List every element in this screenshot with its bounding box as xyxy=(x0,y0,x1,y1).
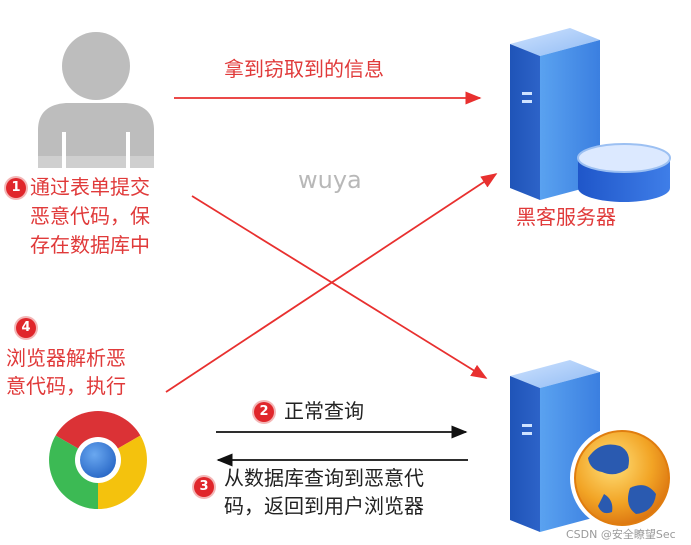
step-3-line-1: 从数据库查询到恶意代 xyxy=(224,466,424,490)
watermark: wuya xyxy=(298,166,362,194)
step-4-line-2: 意代码，执行 xyxy=(6,374,126,398)
arrow-submit-malicious xyxy=(191,195,488,379)
top-arrow-label: 拿到窃取到的信息 xyxy=(224,57,384,81)
credit-text: CSDN @安全瞭望Sec xyxy=(566,528,676,541)
step-4-badge: 4 xyxy=(16,318,36,338)
step-2-label: 正常查询 xyxy=(284,399,364,423)
step-3-badge: 3 xyxy=(194,477,214,497)
step-1-badge: 1 xyxy=(6,178,26,198)
step-4-line-1: 浏览器解析恶 xyxy=(6,346,126,370)
globe-icon xyxy=(570,426,674,530)
step-2-badge: 2 xyxy=(254,402,274,422)
hacker-server-label: 黑客服务器 xyxy=(516,205,616,229)
step-3-line-2: 码，返回到用户浏览器 xyxy=(224,494,424,518)
step-1-line-2: 恶意代码，保 xyxy=(30,204,150,228)
step-1-line-1: 通过表单提交 xyxy=(30,175,150,199)
arrow-browser-to-hacker xyxy=(165,173,498,393)
user-icon xyxy=(38,32,154,168)
chrome-browser-icon xyxy=(49,411,147,509)
step-1-line-3: 存在数据库中 xyxy=(30,233,150,257)
database-icon xyxy=(577,143,671,202)
